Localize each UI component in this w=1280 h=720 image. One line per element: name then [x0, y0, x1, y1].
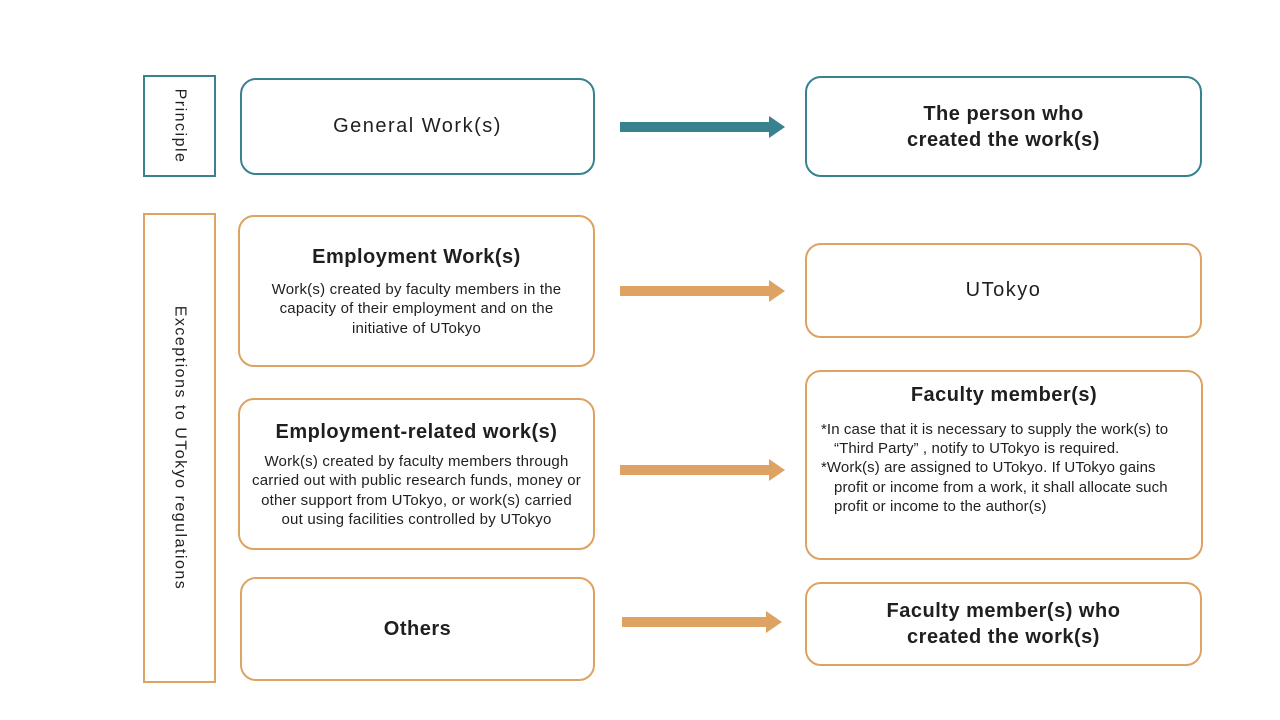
faculty-who-created-line1: Faculty member(s) who	[886, 600, 1121, 622]
others-box: Others	[240, 577, 595, 681]
faculty-members-note-1: *In case that it is necessary to supply …	[821, 421, 1169, 458]
arrow-head	[769, 280, 785, 302]
general-works-box: General Work(s)	[240, 78, 595, 175]
faculty-members-notes: *In case that it is necessary to supply …	[807, 420, 1201, 516]
arrow-employment-to-utokyo	[620, 280, 785, 302]
faculty-members-box: Faculty member(s) *In case that it is ne…	[805, 370, 1203, 560]
employment-related-box: Employment-related work(s) Work(s) creat…	[238, 398, 595, 550]
general-works-title: General Work(s)	[333, 115, 502, 137]
person-who-created-line2: created the work(s)	[907, 128, 1100, 151]
arrow-head	[769, 459, 785, 481]
utokyo-box: UTokyo	[805, 243, 1202, 338]
employment-works-box: Employment Work(s) Work(s) created by fa…	[238, 215, 595, 367]
arrow-head	[766, 611, 782, 633]
exceptions-side-label: Exceptions to UTokyo regulations	[171, 305, 189, 591]
arrow-shaft	[620, 122, 769, 132]
employment-works-description: Work(s) created by faculty members in th…	[271, 281, 562, 337]
employment-related-title: Employment-related work(s)	[275, 421, 558, 444]
faculty-members-title: Faculty member(s)	[910, 384, 1098, 406]
arrow-shaft	[622, 617, 766, 627]
utokyo-title: UTokyo	[965, 279, 1042, 301]
faculty-members-note-2: *Work(s) are assigned to UTokyo. If UTok…	[821, 459, 1168, 515]
others-title: Others	[383, 618, 452, 640]
arrow-shaft	[620, 465, 769, 475]
arrow-others-to-faculty-who-created	[622, 611, 782, 633]
employment-works-title: Employment Work(s)	[312, 246, 521, 269]
exceptions-side-label-box: Exceptions to UTokyo regulations	[143, 213, 216, 683]
arrow-general-to-person	[620, 116, 785, 138]
principle-side-label: Principle	[171, 88, 189, 164]
employment-related-description: Work(s) created by faculty members throu…	[252, 453, 581, 528]
person-who-created-box: The person who created the work(s)	[805, 76, 1202, 177]
arrow-shaft	[620, 286, 769, 296]
person-who-created-line1: The person who	[923, 102, 1084, 125]
arrow-head	[769, 116, 785, 138]
principle-side-label-box: Principle	[143, 75, 216, 177]
arrow-employment-related-to-faculty	[620, 459, 785, 481]
faculty-who-created-line2: created the work(s)	[907, 626, 1100, 648]
faculty-who-created-box: Faculty member(s) who created the work(s…	[805, 582, 1202, 666]
